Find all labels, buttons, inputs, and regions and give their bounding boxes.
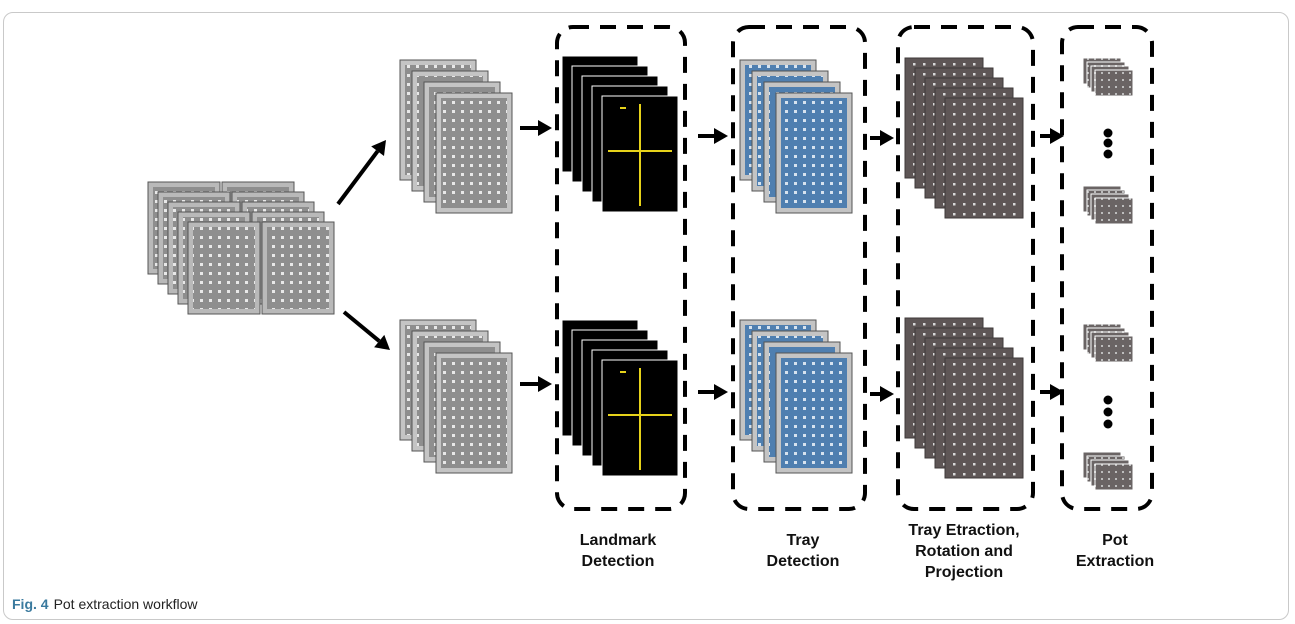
ellipsis-vertical-icon-dot-4 [1103, 395, 1113, 405]
split-tray-bottom-4 [435, 352, 513, 474]
stage-box-extraction [896, 25, 1035, 511]
caption-label: Fig. 4 [12, 596, 49, 612]
pot-thumb-bottom-first-4 [1094, 335, 1134, 363]
ellipsis-vertical-icon-dot-6 [1103, 419, 1113, 429]
ellipsis-vertical-icon-dot-2 [1103, 138, 1113, 148]
detected-tray-top-4 [775, 92, 853, 214]
ellipsis-markers [1103, 128, 1113, 429]
detected-tray-bottom-4 [775, 352, 853, 474]
arrow-right-icon-pot-top [1040, 128, 1064, 144]
arrow-right-icon-tray-bottom [698, 384, 728, 400]
arrow-right-icon-split-top [336, 140, 386, 206]
stage-label-landmark: Landmark Detection [579, 532, 657, 570]
stage-boxes [555, 25, 1154, 511]
arrow-right-icon-landmark-bottom [520, 376, 552, 392]
arrow-right-icon-extraction-bottom [870, 386, 894, 402]
figure-frame [3, 12, 1289, 620]
caption-text: Pot extraction workflow [53, 596, 198, 612]
arrow-right-icon-tray-top [698, 128, 728, 144]
split-tray-top-4 [435, 92, 513, 214]
image-stacks [147, 55, 1134, 491]
ellipsis-vertical-icon-dot-3 [1103, 149, 1113, 159]
pot-thumb-bottom-last-4 [1094, 463, 1134, 491]
arrow-right-icon-landmark-top [520, 120, 552, 136]
pot-thumb-top-last-4 [1094, 197, 1134, 225]
extracted-tray-bottom-5 [944, 357, 1024, 479]
input-tray-right-5 [261, 221, 335, 315]
arrow-right-icon-split-bottom [342, 310, 390, 350]
extracted-tray-top-5 [944, 97, 1024, 219]
stage-box-tray [731, 25, 867, 511]
stage-label-extraction: Tray Etraction, Rotation and Projection [908, 522, 1020, 581]
pot-thumb-top-first-4 [1094, 69, 1134, 97]
input-tray-left-5 [187, 221, 261, 315]
arrow-right-icon-extraction-top [870, 130, 894, 146]
arrow-right-icon-pot-bottom [1040, 384, 1064, 400]
stage-box-pot [1060, 25, 1154, 511]
stage-label-tray: Tray Detection [766, 532, 840, 570]
flow-arrows [336, 120, 1064, 402]
ellipsis-vertical-icon-dot-5 [1103, 407, 1113, 417]
ellipsis-vertical-icon-dot-1 [1103, 128, 1113, 138]
stage-label-pot: Pot Extraction [1075, 532, 1155, 570]
